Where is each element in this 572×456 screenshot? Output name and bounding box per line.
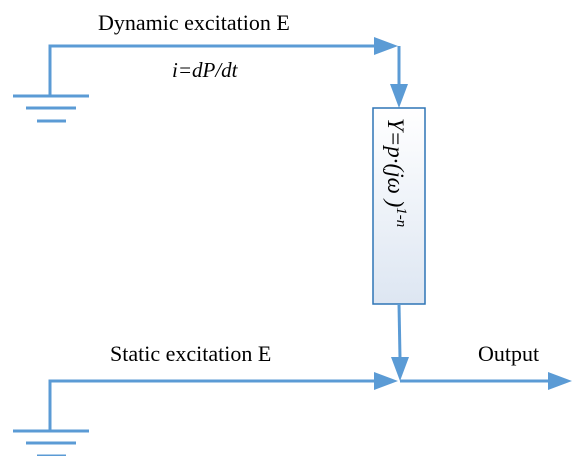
bottom-ground-icon xyxy=(13,429,89,456)
block-input-arrowhead xyxy=(390,84,408,108)
bottom-input-label: Static excitation E xyxy=(110,341,271,366)
current-formula: i=dP/dt xyxy=(172,58,239,82)
block-formula: Y=p·(jω )1-n xyxy=(383,118,409,227)
block-formula-exponent: 1-n xyxy=(393,207,409,227)
bottom-input-arrowhead xyxy=(374,372,398,390)
top-input-wire xyxy=(48,44,376,96)
block-output-wire xyxy=(397,303,402,359)
bottom-input-wire xyxy=(48,379,376,431)
block-output-arrowhead xyxy=(391,357,409,381)
top-ground-icon xyxy=(13,94,89,123)
transfer-function-block xyxy=(372,107,426,305)
output-label: Output xyxy=(478,341,539,366)
block-formula-main: Y=p·(jω ) xyxy=(383,118,408,207)
output-arrowhead xyxy=(548,372,572,390)
top-input-arrowhead xyxy=(374,37,398,55)
top-input-label: Dynamic excitation E xyxy=(98,10,290,35)
